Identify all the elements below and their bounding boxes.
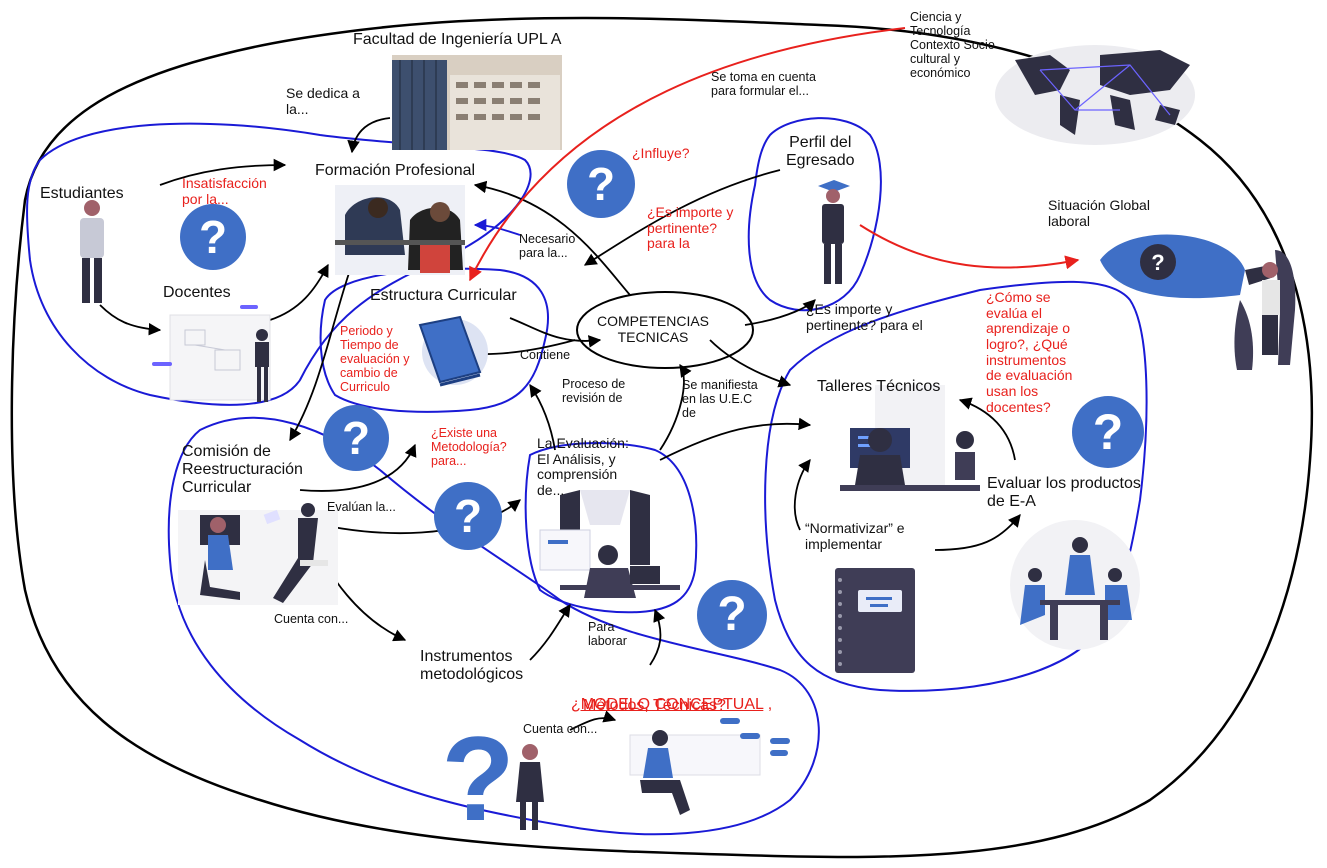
modelo-conceptual-link: ¿MODELO CONCEPTUAL [571,695,764,713]
label-la-evaluacion: La Evaluación: El Análisis, y comprensió… [537,435,629,499]
telescope-icon: ? [1100,234,1296,370]
label-evaluan: Evalúan la... [327,500,396,514]
label-es-importe-1: ¿Es importe y pertinente? para la [647,204,734,252]
label-se-dedica: Se dedica a la... [286,85,360,117]
region-evaluacion [524,442,698,614]
label-talleres-tecnicos: Talleres Técnicos [817,378,941,395]
question-mark-icon: ? [567,150,635,218]
student-illustration [80,200,104,303]
region-perfil [747,117,882,312]
flowchart-person-illustration [629,718,790,815]
label-comision: Comisión de Reestructuración Curricular [182,443,303,496]
students-studying-illustration [335,185,465,275]
label-ciencia: Ciencia y Tecnología Contexto Socio cult… [910,10,995,80]
label-perfil-egresado: Perfil del Egresado [786,134,855,169]
commission-meeting-illustration [178,503,338,605]
label-estructura-curricular: Estructura Curricular [370,287,517,304]
label-insatisfaccion: Insatisfacción por la... [182,175,267,207]
label-se-toma: Se toma en cuenta para formular el... [711,70,816,98]
world-map-icon [995,45,1195,145]
book-icon [418,315,488,387]
label-instrumentos: Instrumentos metodológicos [420,648,524,683]
label-como-se-evalua: ¿Cómo se evalúa el aprendizaje o logro?,… [986,289,1073,415]
label-proceso: Proceso de revisión de [562,377,626,405]
competencias-oval [576,291,754,369]
label-periodo: Periodo y Tiempo de evaluación y cambio … [340,324,410,394]
label-se-manifiesta: Se manifiesta en las U.E.C de [682,378,758,420]
team-meeting-illustration [1010,520,1140,650]
building-photo [392,55,562,150]
label-modelo-conceptual: ¿MODELO CONCEPTUAL , [571,678,772,714]
svg-text:?: ? [1151,250,1164,275]
question-mark-icon: ? [323,405,389,471]
question-mark-icon: ? [1072,396,1144,468]
svg-text:?: ? [441,712,514,846]
label-es-importe-2: ¿Es importe y pertinente? para el [806,301,923,333]
label-evaluar-productos: Evaluar los productos de E-A [987,475,1141,510]
label-formacion-profesional: Formación Profesional [315,162,476,179]
question-mark-icon: ? [697,580,767,650]
label-cuenta-con-2: Cuenta con... [523,722,598,736]
label-metodos: Métodos, Técnicas? [583,697,726,714]
label-docentes: Docentes [163,284,231,301]
label-normativizar: “Normativizar” e implementar [805,520,905,552]
workshop-coding-illustration [840,385,980,491]
modelo-comma: , [763,695,773,713]
label-existe-metodologia: ¿Existe una Metodología? para... [431,426,507,468]
label-situacion-global: Situación Global laboral [1048,197,1150,229]
graduate-icon [818,180,850,284]
thinking-woman-illustration: ? [441,712,544,846]
region-formacion [26,122,532,406]
teacher-presentation-illustration [152,305,271,402]
question-mark-icon: ? [434,482,502,550]
laptop-analysis-illustration [539,490,680,598]
label-cuenta-con-1: Cuenta con... [274,612,349,626]
question-mark-icon: ? [180,204,246,270]
label-contiene: Contiene [520,348,571,362]
label-competencias: COMPETENCIAS TECNICAS [597,313,710,345]
notebook-icon [835,568,915,673]
label-necesario: Necesario para la... [519,232,576,260]
label-para-laborar: Para laborar [588,620,627,648]
label-estudiantes: Estudiantes [40,185,124,202]
label-influye: ¿Influye? [632,145,690,161]
label-facultad: Facultad de Ingeniería UPL A [353,31,562,48]
